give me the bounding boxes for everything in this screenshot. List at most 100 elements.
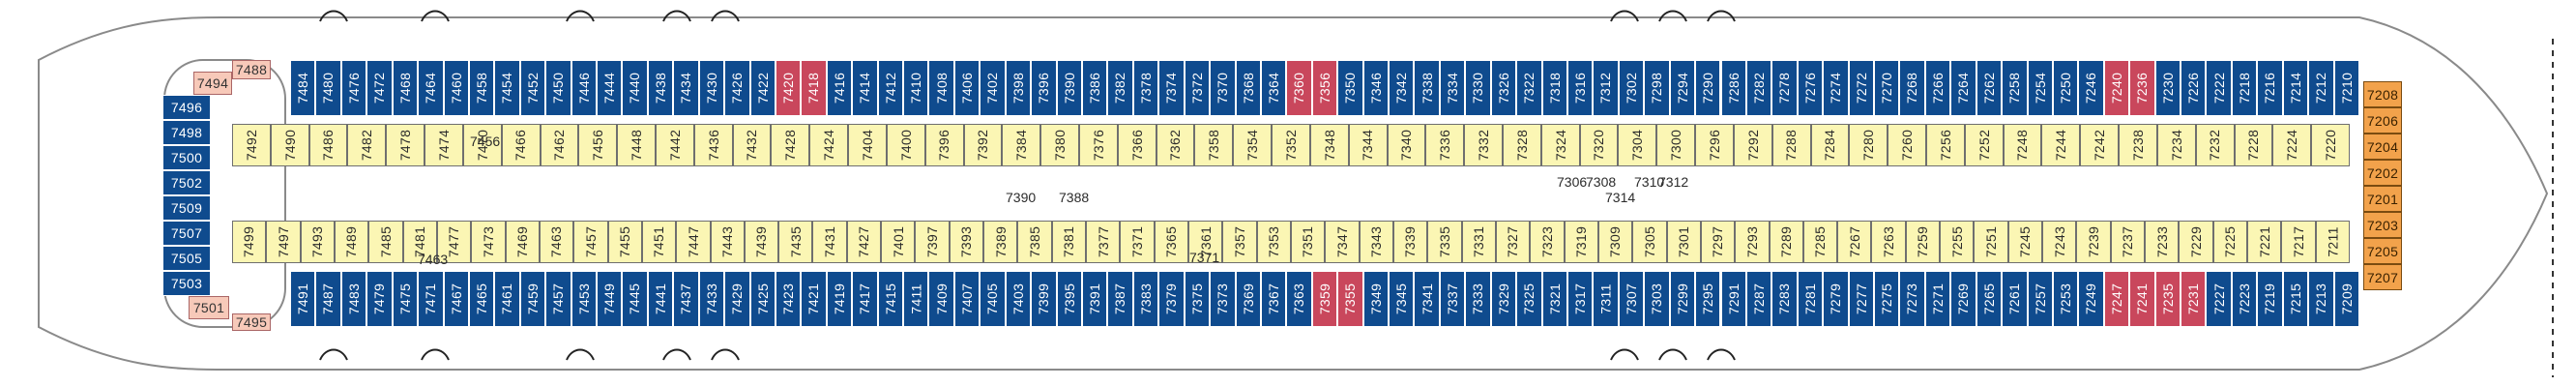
cabin-7446[interactable]: 7446: [571, 60, 598, 116]
cabin-7352[interactable]: 7352: [1272, 124, 1310, 166]
cabin-7482[interactable]: 7482: [347, 124, 387, 166]
cabin-7262[interactable]: 7262: [1976, 60, 2003, 116]
cabin-7294[interactable]: 7294: [1669, 60, 1696, 116]
cabin-7428[interactable]: 7428: [771, 124, 810, 166]
cabin-7265[interactable]: 7265: [1976, 271, 2003, 327]
cabin-7233[interactable]: 7233: [2145, 221, 2180, 263]
cabin-7454[interactable]: 7454: [494, 60, 520, 116]
cabin-7437[interactable]: 7437: [673, 271, 699, 327]
cabin-7417[interactable]: 7417: [852, 271, 878, 327]
cabin-7319[interactable]: 7319: [1564, 221, 1598, 263]
cabin-7391[interactable]: 7391: [1082, 271, 1108, 327]
cabin-7271[interactable]: 7271: [1924, 271, 1951, 327]
cabin-7324[interactable]: 7324: [1540, 124, 1580, 166]
cabin-7358[interactable]: 7358: [1194, 124, 1234, 166]
cabin-7400[interactable]: 7400: [886, 124, 925, 166]
cabin-7299[interactable]: 7299: [1669, 271, 1696, 327]
cabin-7272[interactable]: 7272: [1848, 60, 1874, 116]
cabin-7491[interactable]: 7491: [290, 271, 316, 327]
cabin-7241[interactable]: 7241: [2129, 271, 2155, 327]
cabin-7215[interactable]: 7215: [2282, 271, 2309, 327]
cabin-7329[interactable]: 7329: [1490, 271, 1517, 327]
cabin-7249[interactable]: 7249: [2078, 271, 2104, 327]
cabin-7383[interactable]: 7383: [1132, 271, 1159, 327]
cabin-7283[interactable]: 7283: [1771, 271, 1798, 327]
cabin-7409[interactable]: 7409: [928, 271, 954, 327]
cabin-7222[interactable]: 7222: [2206, 60, 2232, 116]
cabin-7412[interactable]: 7412: [877, 60, 904, 116]
cabin-7435[interactable]: 7435: [778, 221, 813, 263]
cabin-7351[interactable]: 7351: [1291, 221, 1326, 263]
cabin-7318[interactable]: 7318: [1541, 60, 1567, 116]
cabin-7378[interactable]: 7378: [1132, 60, 1159, 116]
cabin-7438[interactable]: 7438: [647, 60, 674, 116]
cabin-7317[interactable]: 7317: [1566, 271, 1594, 327]
cabin-7386[interactable]: 7386: [1082, 60, 1108, 116]
cabin-7228[interactable]: 7228: [2234, 124, 2273, 166]
cabin-7339[interactable]: 7339: [1392, 221, 1428, 263]
cabin-7489[interactable]: 7489: [334, 221, 369, 263]
cabin-7474[interactable]: 7474: [424, 124, 463, 166]
cabin-7457[interactable]: 7457: [545, 271, 571, 327]
cabin-7451[interactable]: 7451: [641, 221, 677, 263]
cabin-7211[interactable]: 7211: [2315, 221, 2350, 263]
cabin-7375[interactable]: 7375: [1184, 271, 1211, 327]
cabin-7203[interactable]: 7203: [2363, 212, 2402, 238]
cabin-7349[interactable]: 7349: [1362, 271, 1390, 327]
cabin-7281[interactable]: 7281: [1797, 271, 1824, 327]
cabin-7282[interactable]: 7282: [1745, 60, 1772, 116]
cabin-7244[interactable]: 7244: [2041, 124, 2081, 166]
cabin-7464[interactable]: 7464: [418, 60, 444, 116]
cabin-7260[interactable]: 7260: [1888, 124, 1926, 166]
cabin-7206[interactable]: 7206: [2363, 107, 2402, 134]
cabin-7347[interactable]: 7347: [1325, 221, 1360, 263]
cabin-7270[interactable]: 7270: [1874, 60, 1900, 116]
cabin-7208[interactable]: 7208: [2363, 81, 2402, 107]
cabin-7431[interactable]: 7431: [812, 221, 847, 263]
cabin-7225[interactable]: 7225: [2212, 221, 2248, 263]
cabin-7354[interactable]: 7354: [1233, 124, 1273, 166]
cabin-7205[interactable]: 7205: [2363, 238, 2402, 264]
cabin-7255[interactable]: 7255: [1940, 221, 1975, 263]
cabin-7421[interactable]: 7421: [801, 271, 827, 327]
cabin-7466[interactable]: 7466: [501, 124, 541, 166]
cabin-7447[interactable]: 7447: [676, 221, 711, 263]
cabin-7361[interactable]: 7361: [1188, 221, 1223, 263]
cabin-7459[interactable]: 7459: [519, 271, 546, 327]
cabin-7335[interactable]: 7335: [1427, 221, 1462, 263]
cabin-7359[interactable]: 7359: [1311, 271, 1338, 327]
cabin-7395[interactable]: 7395: [1056, 271, 1082, 327]
cabin-7269[interactable]: 7269: [1950, 271, 1976, 327]
cabin-7327[interactable]: 7327: [1495, 221, 1531, 263]
cabin-7449[interactable]: 7449: [597, 271, 623, 327]
cabin-7275[interactable]: 7275: [1874, 271, 1900, 327]
cabin-7326[interactable]: 7326: [1490, 60, 1517, 116]
cabin-7384[interactable]: 7384: [1002, 124, 1041, 166]
cabin-7432[interactable]: 7432: [732, 124, 772, 166]
cabin-7216[interactable]: 7216: [2257, 60, 2283, 116]
cabin-7350[interactable]: 7350: [1337, 60, 1363, 116]
cabin-7293[interactable]: 7293: [1735, 221, 1770, 263]
cabin-7403[interactable]: 7403: [1005, 271, 1032, 327]
cabin-7380[interactable]: 7380: [1040, 124, 1079, 166]
cabin-7387[interactable]: 7387: [1107, 271, 1133, 327]
cabin-7325[interactable]: 7325: [1516, 271, 1542, 327]
cabin-7330[interactable]: 7330: [1465, 60, 1491, 116]
cabin-7252[interactable]: 7252: [1964, 124, 2004, 166]
cabin-7231[interactable]: 7231: [2181, 271, 2207, 327]
cabin-7343[interactable]: 7343: [1359, 221, 1393, 263]
cabin-7460[interactable]: 7460: [443, 60, 469, 116]
cabin-7463[interactable]: 7463: [539, 221, 574, 263]
cabin-7419[interactable]: 7419: [826, 271, 853, 327]
cabin-7414[interactable]: 7414: [852, 60, 878, 116]
cabin-7473[interactable]: 7473: [471, 221, 506, 263]
cabin-7483[interactable]: 7483: [340, 271, 367, 327]
cabin-7407[interactable]: 7407: [953, 271, 981, 327]
cabin-7408[interactable]: 7408: [928, 60, 954, 116]
cabin-7507[interactable]: 7507: [162, 221, 211, 246]
cabin-7393[interactable]: 7393: [949, 221, 984, 263]
cabin-7501[interactable]: 7501: [189, 296, 229, 319]
cabin-7481[interactable]: 7481: [402, 221, 437, 263]
cabin-7345[interactable]: 7345: [1389, 271, 1415, 327]
cabin-7302[interactable]: 7302: [1618, 60, 1645, 116]
